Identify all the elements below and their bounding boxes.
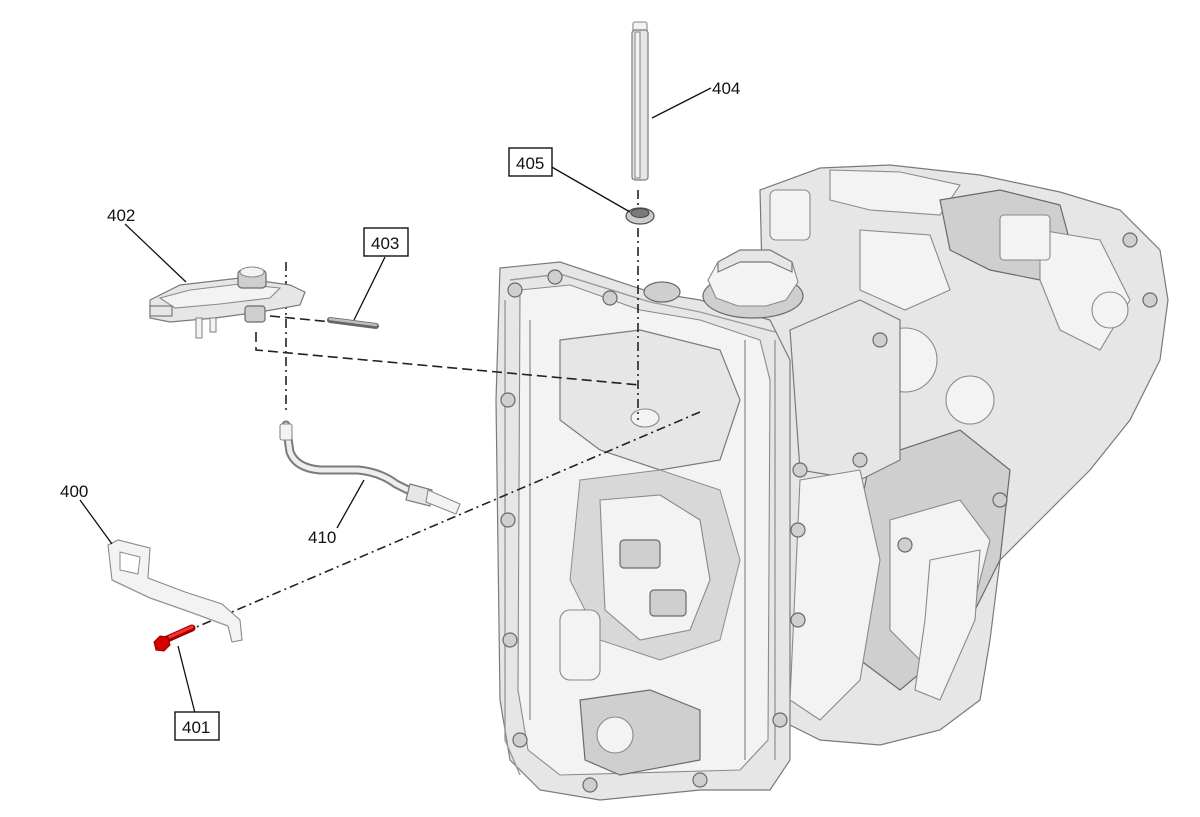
callout-404: 404 bbox=[712, 79, 740, 98]
callout-400-label: 400 bbox=[60, 482, 88, 501]
part-400-bracket bbox=[107, 539, 243, 643]
filler-cap bbox=[702, 249, 804, 319]
callout-410-label: 410 bbox=[308, 528, 336, 547]
callout-401: 401 bbox=[174, 711, 220, 741]
transmission-housing bbox=[495, 164, 1169, 801]
callout-400: 400 bbox=[60, 482, 88, 501]
callout-402: 402 bbox=[107, 206, 135, 225]
part-402-sensor-bracket bbox=[149, 266, 306, 339]
callout-405: 405 bbox=[508, 147, 553, 177]
part-410-tube bbox=[279, 420, 461, 515]
callout-405-label: 405 bbox=[516, 154, 544, 173]
part-403-pin bbox=[327, 317, 379, 329]
callout-404-label: 404 bbox=[712, 79, 740, 98]
callout-401-label: 401 bbox=[182, 718, 210, 737]
leader-lines bbox=[79, 87, 712, 714]
part-405-seal bbox=[625, 207, 655, 225]
callout-410: 410 bbox=[308, 528, 336, 547]
callout-403-label: 403 bbox=[371, 234, 399, 253]
callout-402-label: 402 bbox=[107, 206, 135, 225]
part-404-shaft bbox=[631, 21, 649, 181]
flange-bolts bbox=[500, 232, 1158, 793]
part-401-bolt bbox=[153, 624, 196, 652]
callout-403: 403 bbox=[363, 227, 409, 257]
